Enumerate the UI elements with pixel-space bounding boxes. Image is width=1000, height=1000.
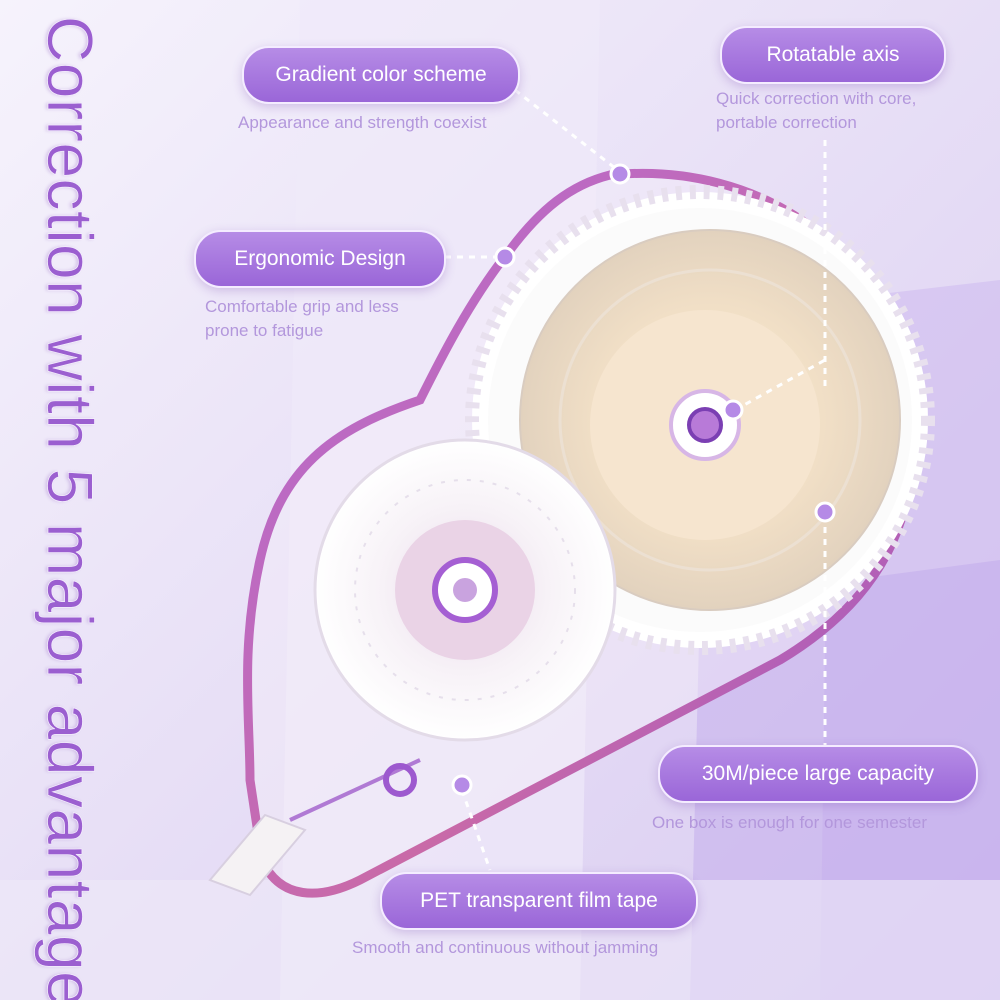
feature-pill-capacity: 30M/piece large capacity bbox=[658, 745, 978, 803]
feature-pill-pet-tape: PET transparent film tape bbox=[380, 872, 698, 930]
callout-lines bbox=[445, 88, 827, 871]
feature-subtitle-pet-tape: Smooth and continuous without jamming bbox=[352, 938, 659, 957]
feature-subtitle-ergonomic-line2: prone to fatigue bbox=[205, 321, 324, 340]
feature-pill-ergonomic: Ergonomic Design bbox=[194, 230, 446, 288]
feature-subtitle-ergonomic-line1: Comfortable grip and less bbox=[205, 297, 399, 316]
feature-subtitle-capacity: One box is enough for one semester bbox=[652, 813, 927, 832]
feature-subtitle-gradient: Appearance and strength coexist bbox=[238, 113, 487, 132]
feature-subtitle-axis-line2: portable correction bbox=[716, 113, 857, 132]
applicator-tip bbox=[208, 813, 307, 897]
feature-pill-rotatable-axis: Rotatable axis bbox=[720, 26, 946, 84]
feature-subtitle-axis-line1: Quick correction with core, bbox=[716, 89, 917, 108]
feature-pill-gradient: Gradient color scheme bbox=[242, 46, 520, 104]
headline-vertical-text: Correction with 5 major advantages bbox=[34, 16, 107, 1000]
callout-dots bbox=[451, 163, 836, 796]
